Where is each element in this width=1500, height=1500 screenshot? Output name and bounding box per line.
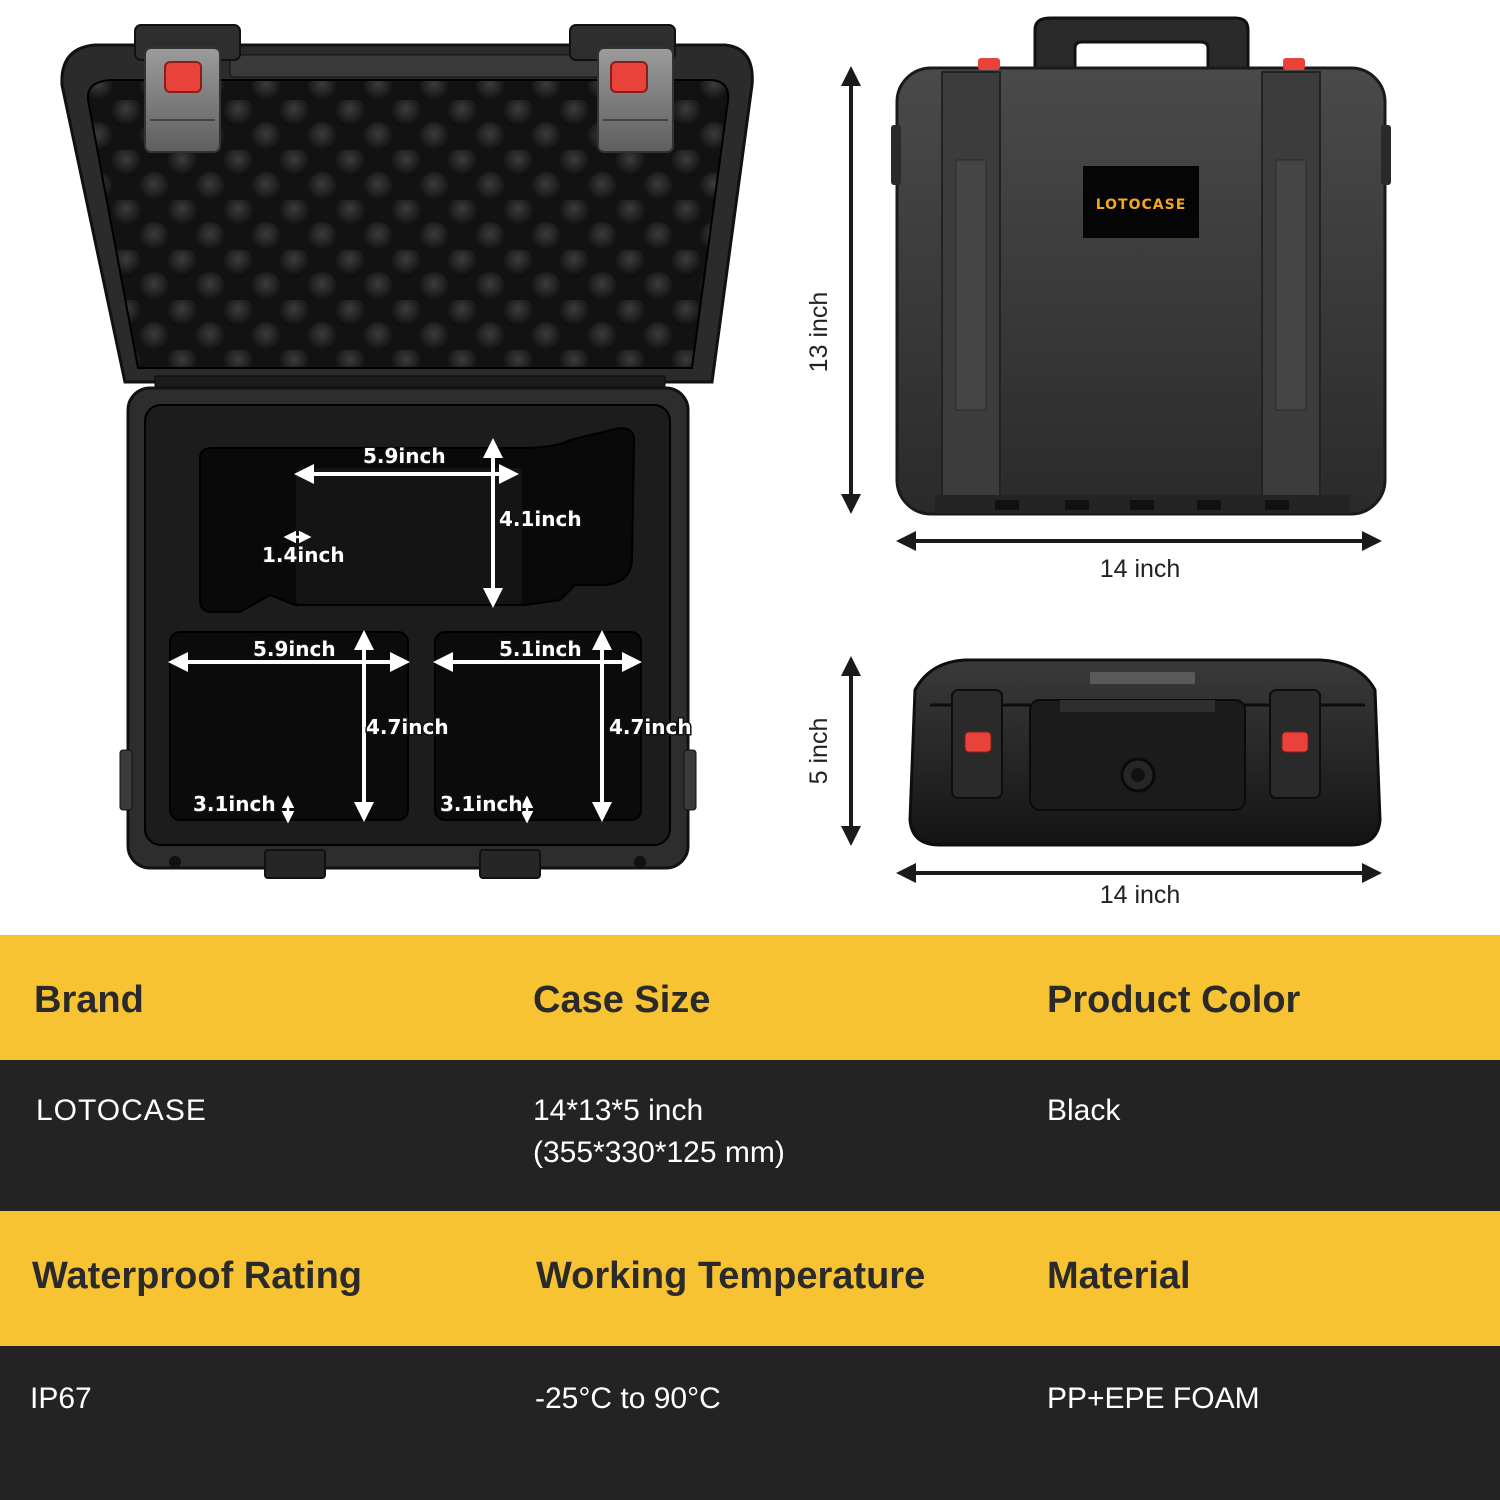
open-case: 5.9inch 4.1inch 1.4inch 5.9inch 4.7inch … — [60, 24, 754, 879]
side-width-label: 14 inch — [1100, 881, 1181, 909]
bottom-right-depth-label: 3.1inch — [440, 792, 523, 816]
spec-header-row-1: Brand Case Size Product Color — [0, 935, 1500, 1060]
spec-value-color: Black — [1047, 1094, 1121, 1127]
spec-header-row-2: Waterproof Rating Working Temperature Ma… — [0, 1211, 1500, 1346]
side-height-label: 5 inch — [805, 718, 833, 785]
exterior-dimension-labels: 13 inch 14 inch 5 inch 14 inch — [805, 292, 1180, 909]
spec-value-waterproof: IP67 — [30, 1382, 92, 1415]
spec-value-brand: LOTOCASE — [36, 1094, 207, 1127]
spec-value-temperature: -25°C to 90°C — [535, 1382, 721, 1415]
spec-header-temperature: Working Temperature — [536, 1255, 926, 1297]
bottom-left-depth-label: 3.1inch — [193, 792, 276, 816]
bottom-left-width-label: 5.9inch — [253, 637, 336, 661]
lid-latch-left — [134, 24, 241, 153]
lid-latch-right — [569, 24, 676, 153]
lid-foam — [86, 79, 730, 369]
closed-case-front: LOTOCASE — [891, 16, 1391, 516]
closed-case-side — [908, 658, 1382, 847]
spec-header-brand: Brand — [34, 979, 144, 1021]
interior-dimension-arrows — [168, 438, 642, 824]
bottom-right-height-label: 4.7inch — [609, 715, 692, 739]
exterior-dimension-arrows — [841, 66, 1382, 883]
spec-header-case-size: Case Size — [533, 979, 711, 1021]
brand-logo: LOTOCASE — [1083, 166, 1199, 238]
bottom-left-height-label: 4.7inch — [366, 715, 449, 739]
front-width-label: 14 inch — [1100, 555, 1181, 583]
product-illustration: 5.9inch 4.1inch 1.4inch 5.9inch 4.7inch … — [60, 16, 1391, 909]
front-height-label: 13 inch — [805, 292, 833, 373]
spec-table: Brand Case Size Product Color LOTOCASE 1… — [0, 935, 1500, 1500]
spec-value-row-2: IP67 -25°C to 90°C PP+EPE FOAM — [0, 1346, 1500, 1500]
spec-value-row-1: LOTOCASE 14*13*5 inch (355*330*125 mm) B… — [0, 1060, 1500, 1211]
spec-value-size-imperial: 14*13*5 inch — [533, 1094, 704, 1127]
top-width-label: 5.9inch — [363, 444, 446, 468]
spec-header-waterproof: Waterproof Rating — [32, 1255, 363, 1297]
interior-dimension-labels: 5.9inch 4.1inch 1.4inch 5.9inch 4.7inch … — [192, 443, 694, 818]
spec-header-material: Material — [1047, 1255, 1191, 1297]
bottom-right-cutout — [434, 631, 642, 821]
spec-value-material: PP+EPE FOAM — [1047, 1382, 1260, 1415]
brand-logo-text: LOTOCASE — [1096, 197, 1187, 213]
bottom-right-width-label: 5.1inch — [499, 637, 582, 661]
spec-value-size-metric: (355*330*125 mm) — [533, 1136, 785, 1169]
top-gap-label: 1.4inch — [262, 543, 345, 567]
top-height-label: 4.1inch — [499, 507, 582, 531]
spec-header-product-color: Product Color — [1047, 979, 1301, 1021]
